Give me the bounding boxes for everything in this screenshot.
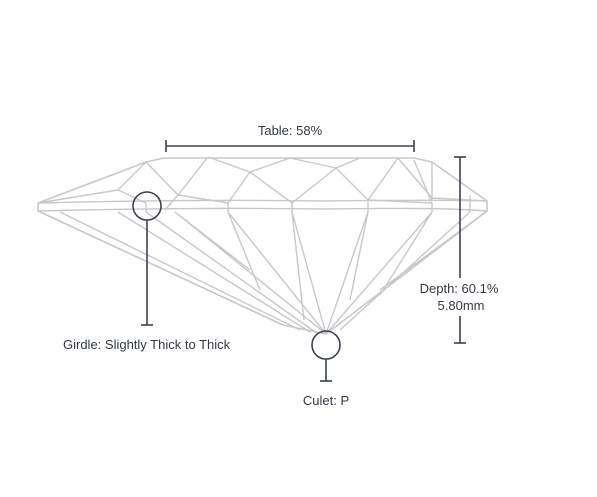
culet-callout (311, 330, 341, 382)
girdle-callout (132, 191, 162, 326)
depth-mm-label: 5.80mm (437, 298, 485, 313)
pavilion-facets (37, 210, 488, 335)
crown-facets (37, 156, 488, 212)
depth-percent-label: Depth: 60.1% (419, 281, 499, 296)
table-dimension-line (165, 140, 415, 152)
depth-dimension-line (454, 156, 466, 344)
table-label: Table: 58% (257, 123, 323, 138)
culet-label: Culet: P (302, 393, 350, 408)
girdle-band (37, 199, 488, 212)
diamond-profile-drawing (37, 156, 488, 335)
girdle-label: Girdle: Slightly Thick to Thick (63, 337, 231, 352)
